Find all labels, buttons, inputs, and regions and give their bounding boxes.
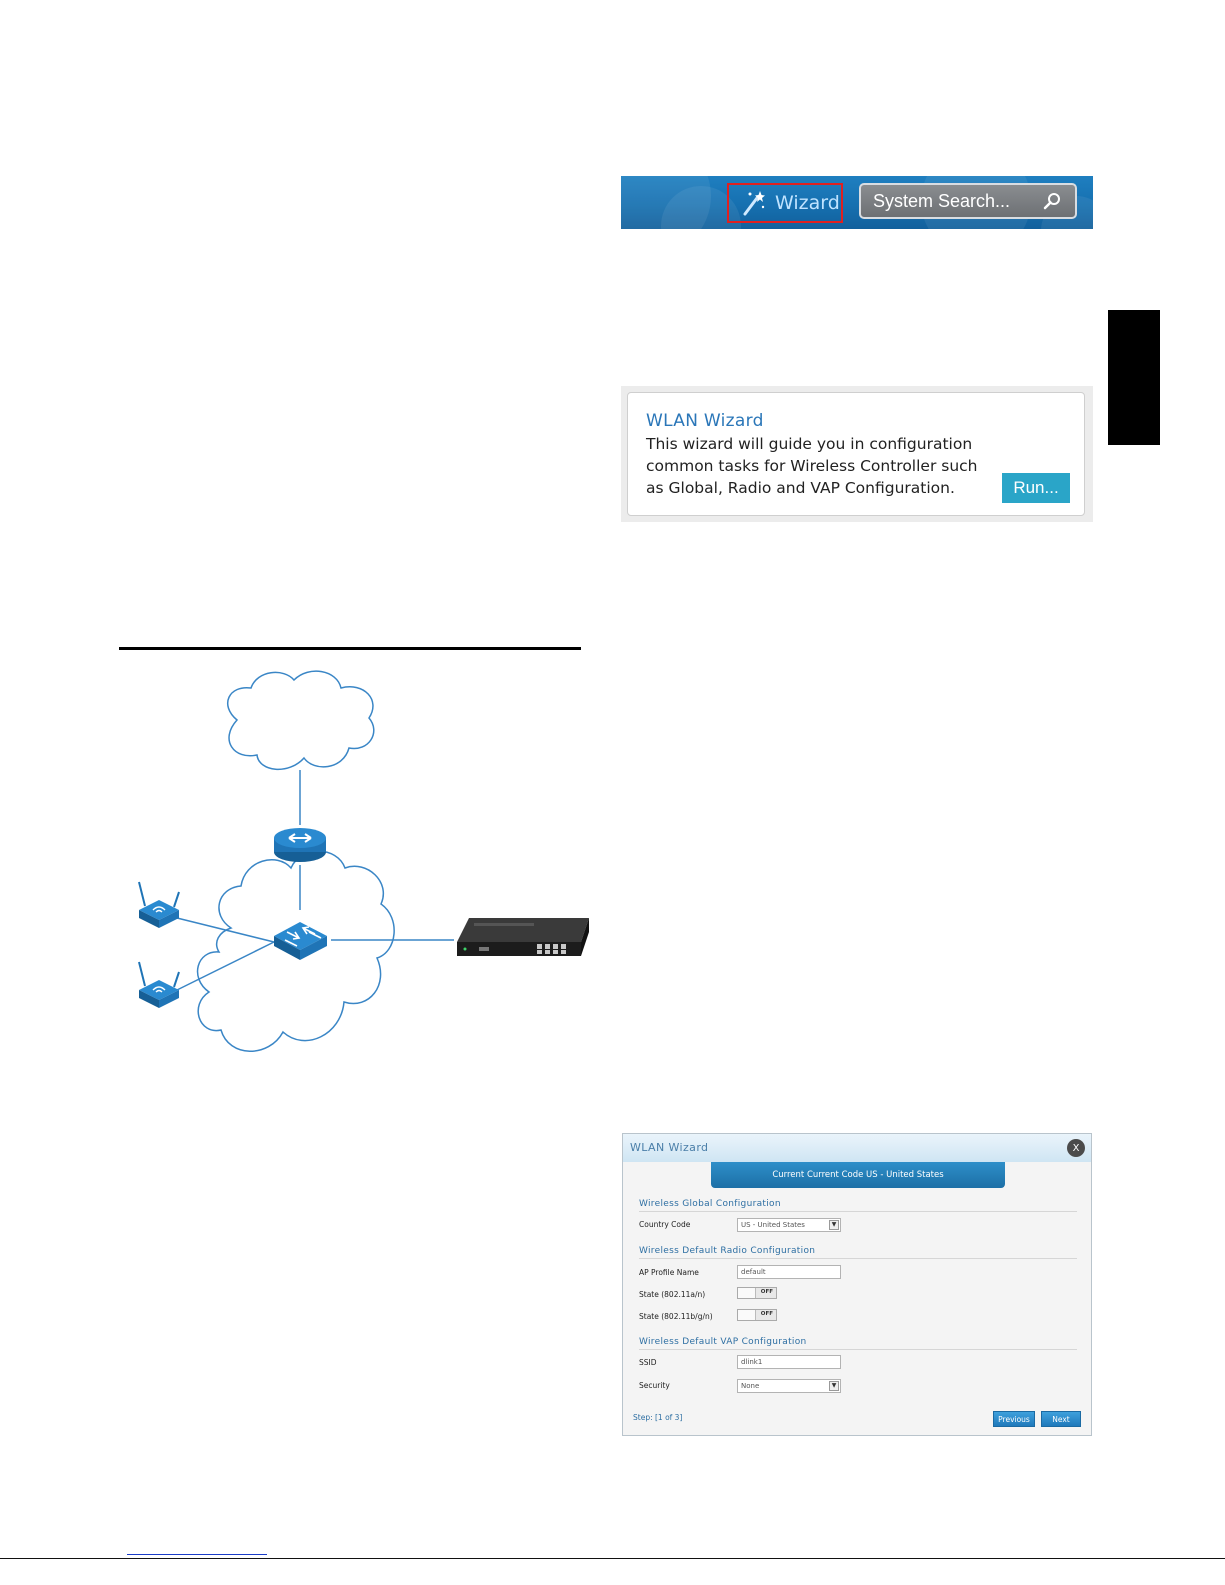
wlan-wizard-panel: WLAN Wizard This wizard will guide you i…: [621, 386, 1093, 522]
close-button[interactable]: X: [1067, 1139, 1085, 1157]
state-80211bgn-label: State (802.11b/g/n): [639, 1312, 713, 1321]
security-label: Security: [639, 1381, 670, 1390]
state-80211bgn-toggle[interactable]: OFF: [737, 1309, 777, 1321]
global-config-section-title: Wireless Global Configuration: [639, 1199, 781, 1209]
wizard-label: Wizard: [775, 192, 840, 214]
dialog-title: WLAN Wizard: [630, 1141, 709, 1154]
link-ap1-switch: [176, 917, 275, 943]
radio-config-section-title: Wireless Default Radio Configuration: [639, 1246, 816, 1256]
search-icon[interactable]: [1043, 192, 1061, 210]
access-point-icon: [138, 961, 180, 1008]
wireless-controller-device-icon: [457, 918, 589, 956]
footer-rule: [0, 1558, 1225, 1559]
wlan-wizard-dialog: WLAN Wizard X Current Current Code US - …: [622, 1133, 1092, 1436]
access-point-icon: [138, 881, 180, 928]
switch-icon: [274, 922, 327, 960]
toggle-state-text: OFF: [760, 1311, 773, 1317]
chevron-down-icon[interactable]: ▼: [829, 1220, 839, 1230]
previous-button[interactable]: Previous: [993, 1411, 1035, 1427]
run-button[interactable]: Run...: [1002, 473, 1070, 503]
country-code-banner: Current Current Code US - United States: [711, 1162, 1005, 1188]
country-code-label: Country Code: [639, 1220, 691, 1229]
country-code-value: US - United States: [741, 1221, 805, 1229]
close-icon: X: [1072, 1142, 1080, 1154]
network-topology-diagram: [138, 670, 589, 1052]
wlan-wizard-description: This wizard will guide you in configurat…: [646, 435, 978, 497]
footer-link-underline: [127, 1554, 267, 1555]
state-80211an-label: State (802.11a/n): [639, 1290, 706, 1299]
magic-wand-icon: [743, 191, 765, 216]
security-value: None: [741, 1382, 760, 1390]
security-select[interactable]: None ▼: [737, 1379, 841, 1393]
ssid-input[interactable]: dlink1: [737, 1355, 841, 1369]
wlan-wizard-title: WLAN Wizard: [646, 411, 764, 431]
system-search-input[interactable]: System Search...: [859, 183, 1077, 219]
step-indicator: Step: [1 of 3]: [633, 1413, 683, 1422]
ap-profile-name-input[interactable]: default: [737, 1265, 841, 1279]
dialog-titlebar: WLAN Wizard X: [623, 1134, 1091, 1162]
vap-config-section-title: Wireless Default VAP Configuration: [639, 1337, 807, 1347]
ssid-label: SSID: [639, 1358, 657, 1367]
search-placeholder: System Search...: [873, 190, 1011, 211]
country-code-select[interactable]: US - United States ▼: [737, 1218, 841, 1232]
wizard-header-bar: Wizard System Search...: [621, 176, 1093, 229]
state-80211an-toggle[interactable]: OFF: [737, 1287, 777, 1299]
chapter-tab: [1108, 310, 1160, 445]
section-divider: [639, 1258, 1077, 1259]
toggle-state-text: OFF: [760, 1289, 773, 1295]
section-divider: [119, 647, 581, 650]
next-button[interactable]: Next: [1041, 1411, 1081, 1427]
internet-cloud: [226, 670, 375, 771]
link-ap2-switch: [176, 941, 275, 991]
lan-cloud: [196, 850, 395, 1052]
ap-profile-name-label: AP Profile Name: [639, 1268, 699, 1277]
section-divider: [639, 1211, 1077, 1212]
wizard-button[interactable]: Wizard: [727, 183, 843, 223]
section-divider: [639, 1349, 1077, 1350]
toggle-knob: [738, 1310, 756, 1320]
chevron-down-icon[interactable]: ▼: [829, 1381, 839, 1391]
router-icon: [274, 828, 326, 862]
wlan-wizard-card: WLAN Wizard This wizard will guide you i…: [627, 392, 1085, 516]
toggle-knob: [738, 1288, 756, 1298]
